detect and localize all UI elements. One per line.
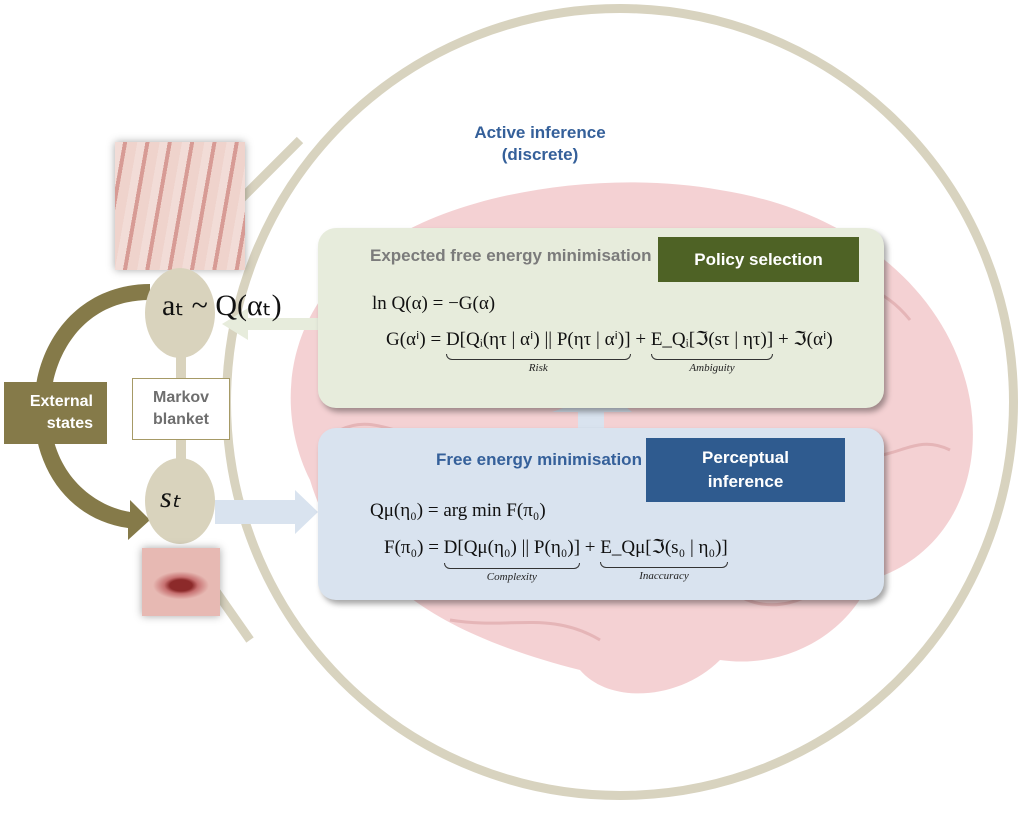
perceptual-inference-badge: Perceptual inference bbox=[646, 438, 845, 502]
inaccuracy-term: E_Qμ[ℑ(s₀ | η₀)] Inaccuracy bbox=[600, 536, 728, 582]
sensory-to-perception-arrow bbox=[215, 490, 318, 534]
ambiguity-label: Ambiguity bbox=[689, 362, 735, 374]
ambiguity-text: E_Qᵢ[ℑ(sτ | ητ)] bbox=[650, 329, 774, 350]
sensory-node bbox=[145, 458, 215, 544]
ambiguity-term: E_Qᵢ[ℑ(sτ | ητ)] Ambiguity bbox=[650, 328, 774, 374]
external-states-box: External states bbox=[4, 382, 107, 444]
policy-equation-1: ln Q(α) = −G(α) bbox=[372, 293, 496, 314]
eye-image bbox=[142, 548, 220, 616]
plus: + bbox=[630, 329, 651, 350]
inaccuracy-brace bbox=[600, 562, 728, 568]
external-loop-arrow bbox=[34, 284, 150, 540]
inaccuracy-label: Inaccuracy bbox=[639, 570, 689, 582]
ring-connector-top bbox=[236, 136, 304, 204]
diagram-title: Active inference (discrete) bbox=[440, 122, 640, 166]
policy-selection-badge: Policy selection bbox=[658, 237, 859, 282]
efe-heading: Expected free energy minimisation bbox=[370, 246, 652, 265]
sensory-label: sₜ bbox=[160, 481, 181, 514]
action-label: aₜ ~ Q(αₜ) bbox=[162, 289, 282, 322]
external-line-2: states bbox=[46, 415, 93, 432]
markov-blanket-box: Markov blanket bbox=[132, 378, 230, 440]
perception-equation-1: Qμ(η₀) = arg min F(π₀) bbox=[370, 500, 546, 521]
external-line-1: External bbox=[29, 393, 93, 410]
fe-heading: Free energy minimisation bbox=[436, 450, 642, 469]
eq2-tail: + ℑ(αⁱ) bbox=[773, 329, 833, 350]
risk-term: D[Qᵢ(ητ | αⁱ) || P(ητ | αⁱ)] Risk bbox=[445, 328, 631, 374]
plus: + bbox=[580, 537, 601, 558]
complexity-term: D[Qμ(η₀) || P(η₀)] Complexity bbox=[443, 537, 581, 583]
perception-equation-2: F(π₀) = D[Qμ(η₀) || P(η₀)] Complexity + E… bbox=[384, 536, 728, 583]
ring-connector-bottom bbox=[211, 587, 254, 643]
inaccuracy-text: E_Qμ[ℑ(s₀ | η₀)] bbox=[600, 537, 728, 558]
eq2-lhs: G(αⁱ) = bbox=[386, 329, 446, 350]
title-line-1: Active inference bbox=[474, 123, 606, 142]
policy-to-action-arrow bbox=[222, 308, 318, 340]
risk-label: Risk bbox=[528, 362, 548, 374]
eq-lhs: F(π₀) = bbox=[384, 537, 444, 558]
badge-line-1: Perceptual bbox=[702, 448, 789, 467]
badge-line-2: inference bbox=[707, 472, 784, 491]
ambiguity-brace bbox=[650, 354, 774, 360]
risk-text: D[Qᵢ(ητ | αⁱ) || P(ητ | αⁱ)] bbox=[445, 329, 631, 350]
complexity-text: D[Qμ(η₀) || P(η₀)] bbox=[443, 537, 581, 558]
markov-line-2: blanket bbox=[152, 411, 209, 428]
title-line-2: (discrete) bbox=[501, 145, 579, 164]
risk-brace bbox=[445, 354, 631, 360]
complexity-label: Complexity bbox=[486, 571, 537, 583]
complexity-brace bbox=[443, 563, 581, 569]
policy-equation-2: G(αⁱ) = D[Qᵢ(ητ | αⁱ) || P(ητ | αⁱ)] Risk… bbox=[386, 328, 833, 374]
markov-line-1: Markov bbox=[152, 389, 210, 406]
anatomical-arm-image bbox=[115, 142, 245, 270]
action-node bbox=[145, 268, 215, 358]
